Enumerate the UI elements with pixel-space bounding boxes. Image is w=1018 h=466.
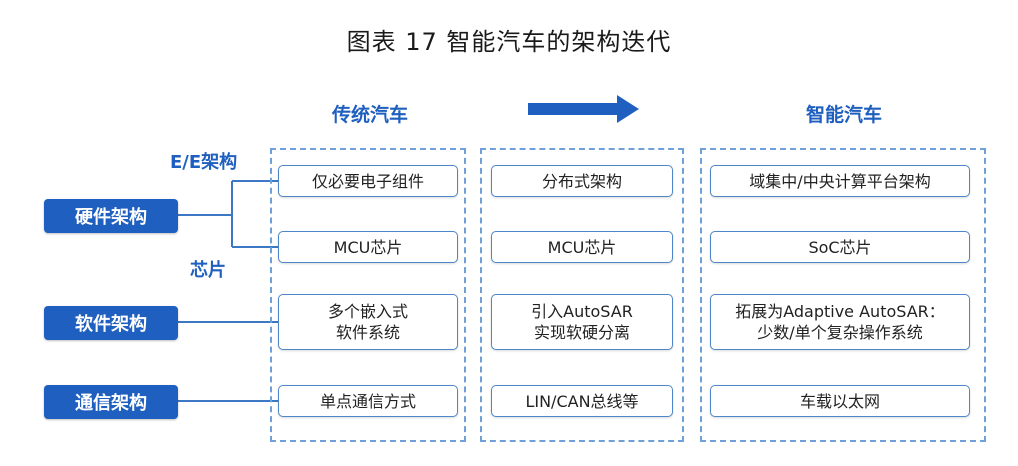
traditional-software-box: 多个嵌入式 软件系统 (278, 294, 458, 350)
figure-title: 图表 17 智能汽车的架构迭代 (346, 28, 672, 56)
side-label-chip: 芯片 (190, 260, 226, 281)
middle-ee-text: 分布式架构 (541, 171, 622, 191)
middle-chip-text: MCU芯片 (547, 237, 617, 257)
middle-software-line2: 实现软硬分离 (533, 323, 630, 342)
frame-traditional (270, 148, 466, 442)
traditional-ee-box: 仅必要电子组件 (278, 165, 458, 197)
category-comm: 通信架构 (44, 385, 178, 419)
traditional-software-line2: 软件系统 (335, 323, 400, 342)
middle-ee-box: 分布式架构 (491, 165, 673, 197)
smart-software-line1: 拓展为Adaptive AutoSAR： (735, 302, 945, 321)
smart-comm-text: 车载以太网 (799, 391, 880, 411)
smart-software-line2: 少数/单个复杂操作系统 (757, 323, 923, 342)
smart-ee-box: 域集中/中央计算平台架构 (710, 165, 970, 197)
middle-software-box: 引入AutoSAR 实现软硬分离 (491, 294, 673, 350)
traditional-comm-box: 单点通信方式 (278, 385, 458, 417)
traditional-ee-text: 仅必要电子组件 (311, 171, 424, 191)
category-software: 软件架构 (44, 306, 178, 340)
traditional-chip-box: MCU芯片 (278, 231, 458, 263)
smart-chip-box: SoC芯片 (710, 231, 970, 263)
middle-comm-box: LIN/CAN总线等 (491, 385, 673, 417)
smart-comm-box: 车载以太网 (710, 385, 970, 417)
traditional-software-line1: 多个嵌入式 (327, 302, 408, 321)
middle-software-line1: 引入AutoSAR (531, 302, 633, 321)
traditional-comm-text: 单点通信方式 (319, 391, 416, 411)
smart-software-box: 拓展为Adaptive AutoSAR： 少数/单个复杂操作系统 (710, 294, 970, 350)
smart-ee-text: 域集中/中央计算平台架构 (749, 171, 931, 191)
smart-chip-text: SoC芯片 (808, 237, 872, 257)
middle-comm-text: LIN/CAN总线等 (525, 391, 639, 411)
frame-smart (700, 148, 986, 442)
middle-chip-box: MCU芯片 (491, 231, 673, 263)
side-label-ee: E/E架构 (170, 152, 238, 173)
traditional-chip-text: MCU芯片 (333, 237, 403, 257)
category-hardware: 硬件架构 (44, 199, 178, 233)
column-header-traditional: 传统汽车 (331, 104, 408, 126)
column-header-smart: 智能汽车 (805, 104, 882, 126)
evolution-arrow-icon (528, 95, 639, 123)
frame-middle (480, 148, 684, 442)
